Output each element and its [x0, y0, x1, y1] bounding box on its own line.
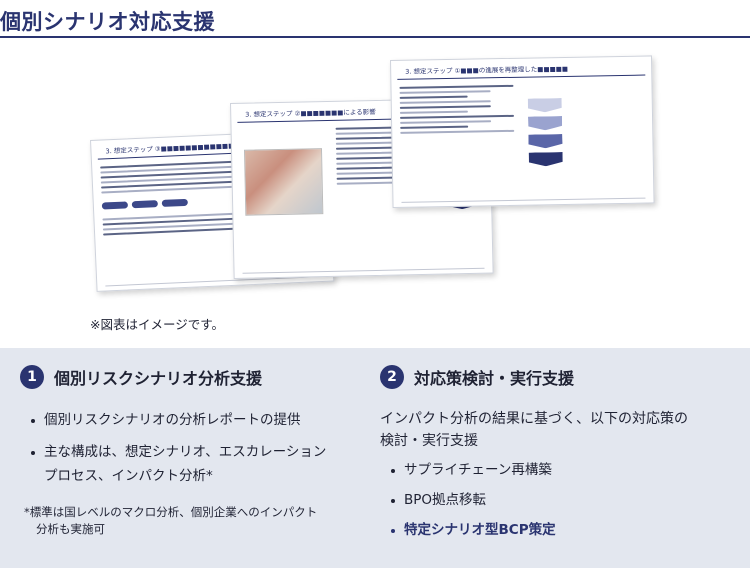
list-item: 個別リスクシナリオの分析レポートの提供	[20, 408, 350, 432]
section-list: 個別リスクシナリオの分析レポートの提供 主な構成は、想定シナリオ、エスカレーショ…	[20, 408, 350, 488]
footnote-line: *標準は国レベルのマクロ分析、個別企業へのインパクト	[24, 505, 318, 519]
lead-line: インパクト分析の結果に基づく、以下の対応策の	[380, 411, 688, 427]
section-number-badge: 1	[20, 365, 44, 389]
slide-header: 3. 想定ステップ ①■■■の進展を再整理した■■■■■	[397, 56, 646, 80]
list-item: サプライチェーン再構築	[380, 458, 740, 482]
footnote-line: 分析も実施可	[36, 522, 105, 536]
section-number-badge: 2	[380, 365, 404, 389]
footnote: *標準は国レベルのマクロ分析、個別企業へのインパクト 分析も実施可	[20, 504, 350, 538]
section-header: 2 対応策検討・実行支援	[380, 364, 740, 390]
section-risk-scenario-analysis: 1 個別リスクシナリオ分析支援 個別リスクシナリオの分析レポートの提供 主な構成…	[20, 364, 350, 538]
section-title: 個別リスクシナリオ分析支援	[54, 369, 263, 388]
lead-line: 検討・実行支援	[380, 433, 478, 449]
section-list: サプライチェーン再構築 BPO拠点移転 特定シナリオ型BCP策定	[380, 458, 740, 542]
map-image	[243, 148, 324, 216]
section-title: 対応策検討・実行支援	[414, 369, 575, 388]
image-note: ※図表はイメージです。	[90, 317, 224, 332]
page-title: 個別シナリオ対応支援	[0, 10, 215, 34]
services-panel	[0, 348, 750, 568]
slide-body-placeholder	[391, 78, 522, 141]
list-item: 主な構成は、想定シナリオ、エスカレーション プロセス、インパクト分析*	[20, 440, 350, 488]
list-item-line: プロセス、インパクト分析*	[44, 468, 213, 484]
section-lead-text: インパクト分析の結果に基づく、以下の対応策の 検討・実行支援	[380, 408, 740, 452]
section-countermeasure-support: 2 対応策検討・実行支援 インパクト分析の結果に基づく、以下の対応策の 検討・実…	[380, 364, 740, 548]
report-slide-image-3: 3. 想定ステップ ①■■■の進展を再整理した■■■■■	[390, 55, 655, 208]
title-divider	[0, 36, 750, 38]
section-header: 1 個別リスクシナリオ分析支援	[20, 364, 350, 390]
list-item: BPO拠点移転	[380, 488, 740, 512]
list-item-highlighted: 特定シナリオ型BCP策定	[380, 518, 740, 542]
list-item-line: 主な構成は、想定シナリオ、エスカレーション	[44, 444, 327, 460]
